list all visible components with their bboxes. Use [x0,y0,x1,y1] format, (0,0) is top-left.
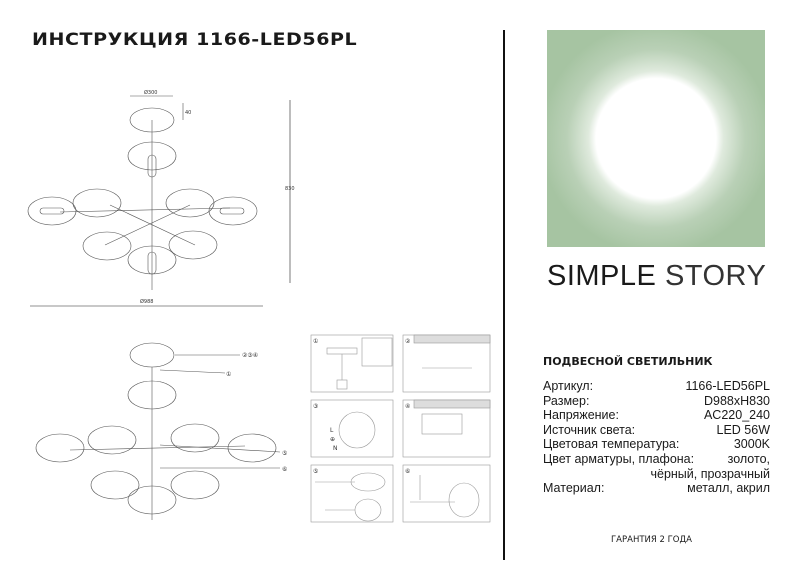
ceiling-hatch [413,399,491,409]
spec-value: 1166-LED56PL [685,379,770,393]
dim-total-diameter: Ø988 [140,298,153,305]
wire-ground-label: ⊕ [330,436,335,443]
step-3-number: ③ [313,403,318,410]
dim-total-height: 830 [285,186,295,192]
spec-row: Размер: D988xH830 [543,394,770,409]
step-5-number: ⑤ [313,468,318,475]
spec-row: Артикул: 1166-LED56PL [543,379,770,394]
callout-6: ⑥ [282,466,287,473]
ceiling-hatch [413,334,491,344]
spec-value: золото, [727,451,770,466]
step-2-number: ② [405,338,411,345]
spec-row: Материал: металл, акрил [543,481,770,496]
brand-name-bold: SIMPLE [547,260,657,292]
spec-value: LED 56W [716,422,771,437]
wire-live-label: L [330,427,334,434]
spec-row: Источник света: LED 56W [543,423,770,438]
callout-5: ⑤ [282,450,287,457]
spec-value: AC220_240 [703,408,770,423]
brand-name: SIMPLE STORY [547,260,766,293]
step-6-number: ⑥ [405,468,410,475]
dimension-drawing: Ø300 40 830 Ø988 [27,89,295,307]
brand-logo-mark [547,30,765,247]
installation-steps: L ⊕ N ① ② ③ ④ ⑤ ⑥ [310,334,491,523]
spec-value: 3000K [733,437,770,452]
callout-234: ②③④ [242,352,258,359]
spec-label: Размер: [543,393,590,408]
spec-label: Источник света: [543,422,636,437]
spec-label: Цветовая температура: [543,437,680,452]
product-type: ПОДВЕСНОЙ СВЕТИЛЬНИК [543,355,713,368]
spec-table: Артикул: 1166-LED56PL Размер: D988xH830 На… [543,379,770,496]
document-title: ИНСТРУКЦИЯ 1166-LED56PL [32,30,358,50]
spec-value: металл, акрил [687,481,770,496]
spec-row: Цвет арматуры, плафона: золото,чёрный, пр… [543,452,770,481]
spec-label: Напряжение: [543,408,619,423]
dim-canopy-height: 40 [185,110,191,116]
dim-canopy-diameter: Ø300 [144,89,157,96]
vertical-divider [503,30,505,560]
step-1-number: ① [313,338,318,345]
spec-value-continued: чёрный, прозрачный [650,466,770,481]
spec-label: Материал: [543,481,605,496]
spec-row: Цветовая температура: 3000K [543,437,770,452]
brand-name-light: STORY [664,260,767,292]
spec-label: Цвет арматуры, плафона: [543,451,695,466]
warranty-note: ГАРАНТИЯ 2 ГОДА [611,535,692,545]
spec-label: Артикул: [543,379,594,393]
spec-value: D988xH830 [703,393,770,408]
parts-drawing: ②③④ ① ⑤ ⑥ [35,342,287,520]
spec-row: Напряжение: AC220_240 [543,408,770,423]
step-4-number: ④ [405,403,410,410]
wire-neutral-label: N [333,445,338,452]
callout-1: ① [226,371,231,378]
